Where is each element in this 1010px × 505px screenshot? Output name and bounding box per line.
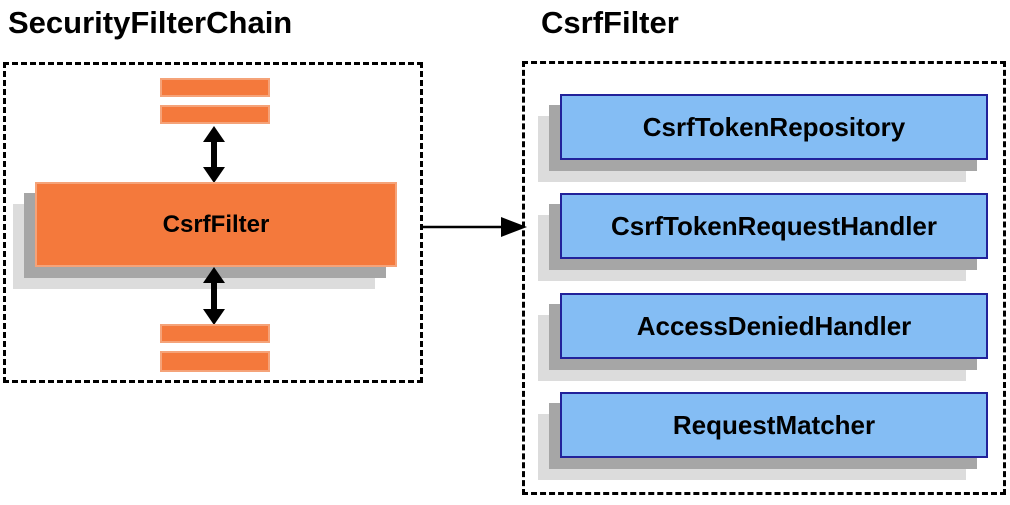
csrf-filter-node-label: CsrfFilter [35, 182, 397, 267]
filter-bar [160, 78, 270, 97]
csrf-filter-node: CsrfFilter [13, 182, 397, 289]
request-matcher-box: RequestMatcher [538, 392, 988, 480]
flow-arrow-icon [423, 217, 527, 237]
double-arrow-icon [203, 126, 225, 183]
filter-bar [160, 351, 270, 372]
filter-bar [160, 324, 270, 343]
component-label: RequestMatcher [560, 392, 988, 458]
double-arrow-icon [203, 267, 225, 325]
component-label: CsrfTokenRequestHandler [560, 193, 988, 259]
csrf-token-repository-box: CsrfTokenRepository [538, 94, 988, 182]
access-denied-handler-box: AccessDeniedHandler [538, 293, 988, 381]
csrf-filter-title: CsrfFilter [541, 5, 679, 40]
csrf-filter-box [522, 61, 1006, 495]
component-label: CsrfTokenRepository [560, 94, 988, 160]
security-filter-chain-title: SecurityFilterChain [8, 5, 293, 40]
filter-bar [160, 105, 270, 124]
security-filter-chain-box [3, 62, 423, 383]
csrf-token-request-handler-box: CsrfTokenRequestHandler [538, 193, 988, 281]
component-label: AccessDeniedHandler [560, 293, 988, 359]
